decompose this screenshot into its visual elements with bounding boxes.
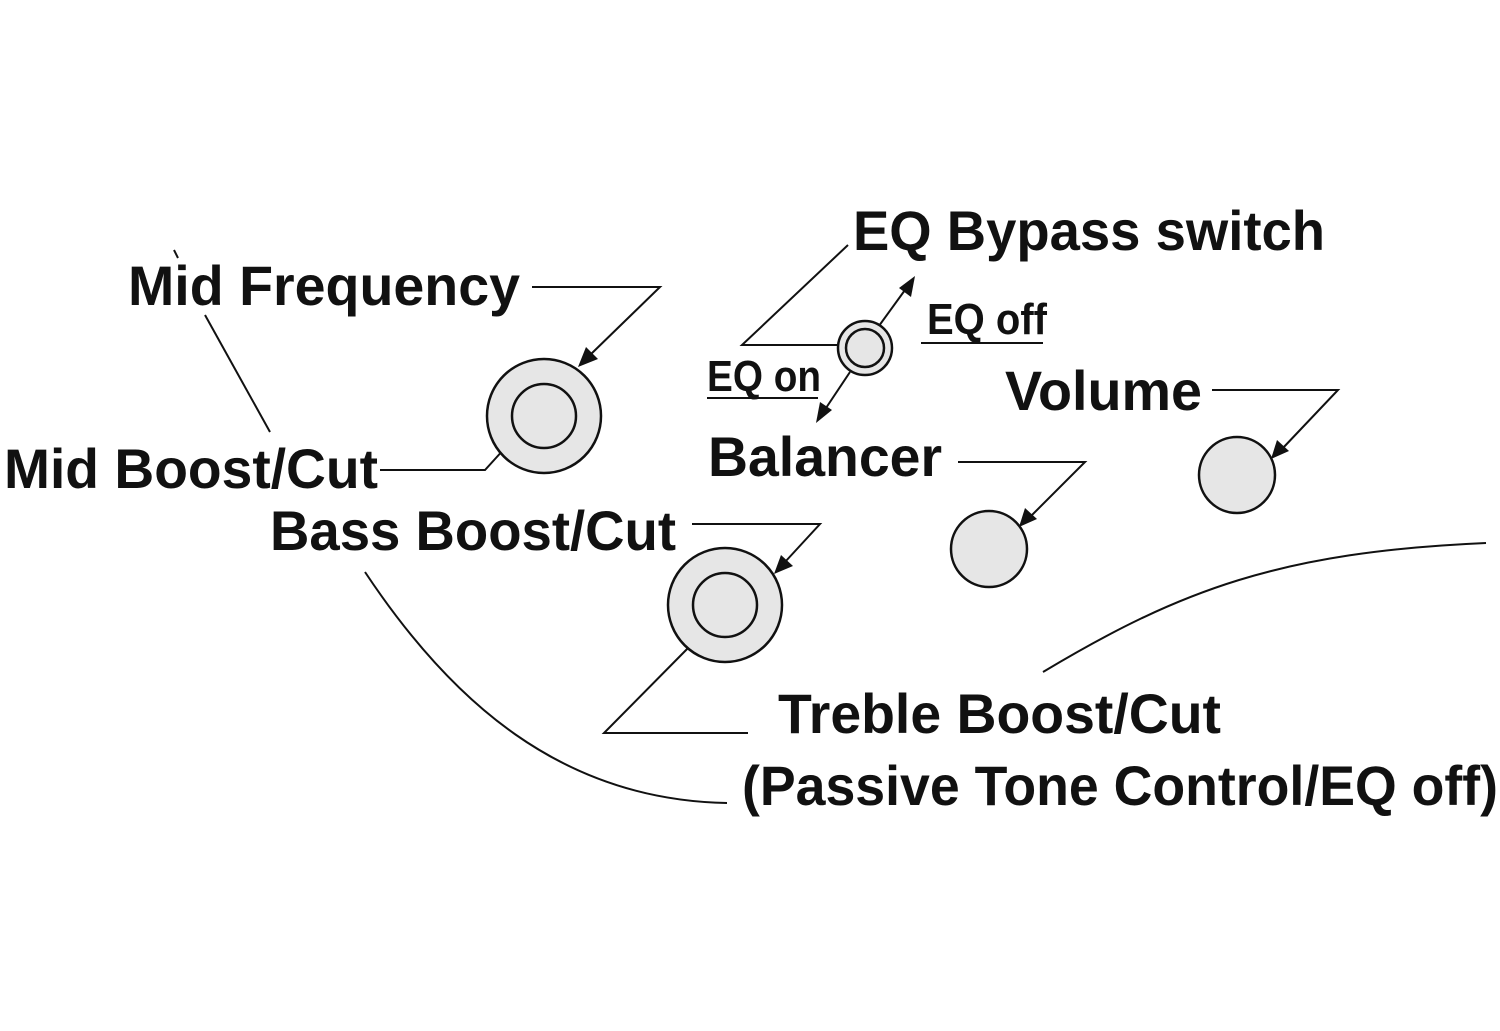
eq-bypass-leader <box>739 244 849 346</box>
eq-on-arrowhead <box>816 402 832 423</box>
balancer-knob[interactable] <box>949 509 1029 589</box>
bass-boost-cut-leader <box>692 523 823 563</box>
eq-bypass-switch-inner[interactable] <box>844 327 886 369</box>
treble-boost-cut-knob[interactable] <box>691 571 759 639</box>
balancer-leader <box>958 461 1088 518</box>
mid-frequency-leader <box>532 286 663 357</box>
volume-leader <box>1212 389 1341 450</box>
bass-boost-cut-label: Bass Boost/Cut <box>270 499 676 562</box>
eq-bypass-switch-label: EQ Bypass switch <box>853 199 1325 262</box>
bass-treble-stacked-knob[interactable] <box>666 546 784 664</box>
balancer-label: Balancer <box>708 425 942 488</box>
eq-off-arrowhead <box>899 276 915 297</box>
bass-boost-cut-arrowhead <box>774 555 793 574</box>
treble-boost-cut-leader <box>601 642 748 734</box>
treble-boost-cut-label: Treble Boost/Cut <box>778 682 1221 745</box>
bass-to-passive-connector <box>364 571 728 804</box>
mid-frequency-arrowhead <box>578 347 598 367</box>
mid-boost-cut-knob[interactable] <box>510 382 578 450</box>
volume-arrowhead <box>1271 440 1289 459</box>
eq-bypass-switch[interactable] <box>836 319 894 377</box>
eq-off-label: EQ off <box>927 295 1047 344</box>
volume-label: Volume <box>1005 359 1202 422</box>
stray-tick <box>173 249 179 259</box>
mid-frequency-label: Mid Frequency <box>128 254 520 317</box>
eq-off-direction-line <box>875 289 906 331</box>
mid-boost-cut-label: Mid Boost/Cut <box>4 437 378 500</box>
volume-knob[interactable] <box>1197 435 1277 515</box>
eq-on-label: EQ on <box>707 352 821 401</box>
mid-boost-cut-leader <box>380 447 506 471</box>
passive-tone-control-label: (Passive Tone Control/EQ off) <box>742 754 1498 817</box>
balancer-arrowhead <box>1019 508 1037 527</box>
mid-label-connector <box>204 314 271 433</box>
body-edge-curve <box>1042 542 1487 673</box>
eq-on-direction-line <box>825 371 851 409</box>
mid-stacked-knob[interactable] <box>485 357 603 475</box>
